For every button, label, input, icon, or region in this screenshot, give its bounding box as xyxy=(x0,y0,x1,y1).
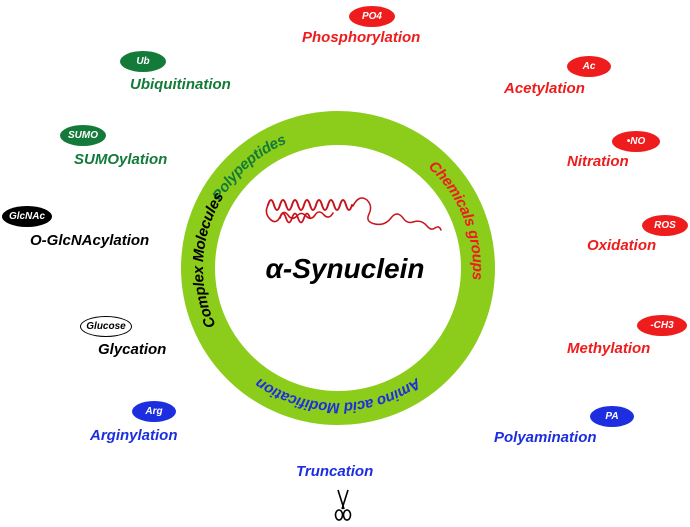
label-truncation: Truncation xyxy=(296,463,374,480)
label-methylation: Methylation xyxy=(567,340,651,357)
label-arginylation: Arginylation xyxy=(90,427,178,444)
badge-ub: Ub xyxy=(120,51,166,72)
label-ubiquitination: Ubiquitination xyxy=(130,76,231,93)
label-acetylation: Acetylation xyxy=(504,80,585,97)
badge-arg: Arg xyxy=(132,401,176,422)
label-oxidation: Oxidation xyxy=(587,237,657,254)
label-sumoylation: SUMOylation xyxy=(74,151,168,168)
center-title: α-Synuclein xyxy=(265,253,425,284)
label-polyamination: Polyamination xyxy=(494,429,597,446)
label-glycation: Glycation xyxy=(98,341,167,358)
badge-sumo: SUMO xyxy=(60,125,106,146)
protein-structure-icon xyxy=(265,197,442,231)
label-o-glcnacylation: O-GlcNAcylation xyxy=(30,232,150,249)
label-nitration: Nitration xyxy=(567,153,629,170)
ring-band xyxy=(181,111,495,425)
badge-ch3: -CH3 xyxy=(637,315,687,336)
badge-pa: PA xyxy=(590,406,634,427)
label-phosphorylation: Phosphorylation xyxy=(302,29,421,46)
badge-ros: ROS xyxy=(642,215,688,236)
badge-glcnac: GlcNAc xyxy=(2,206,52,227)
badge-ac: Ac xyxy=(567,56,611,77)
badge-po4: PO4 xyxy=(349,6,395,27)
scissors-icon xyxy=(334,489,352,521)
badge-glucose: Glucose xyxy=(80,316,132,337)
badge-no: •NO xyxy=(612,131,660,152)
